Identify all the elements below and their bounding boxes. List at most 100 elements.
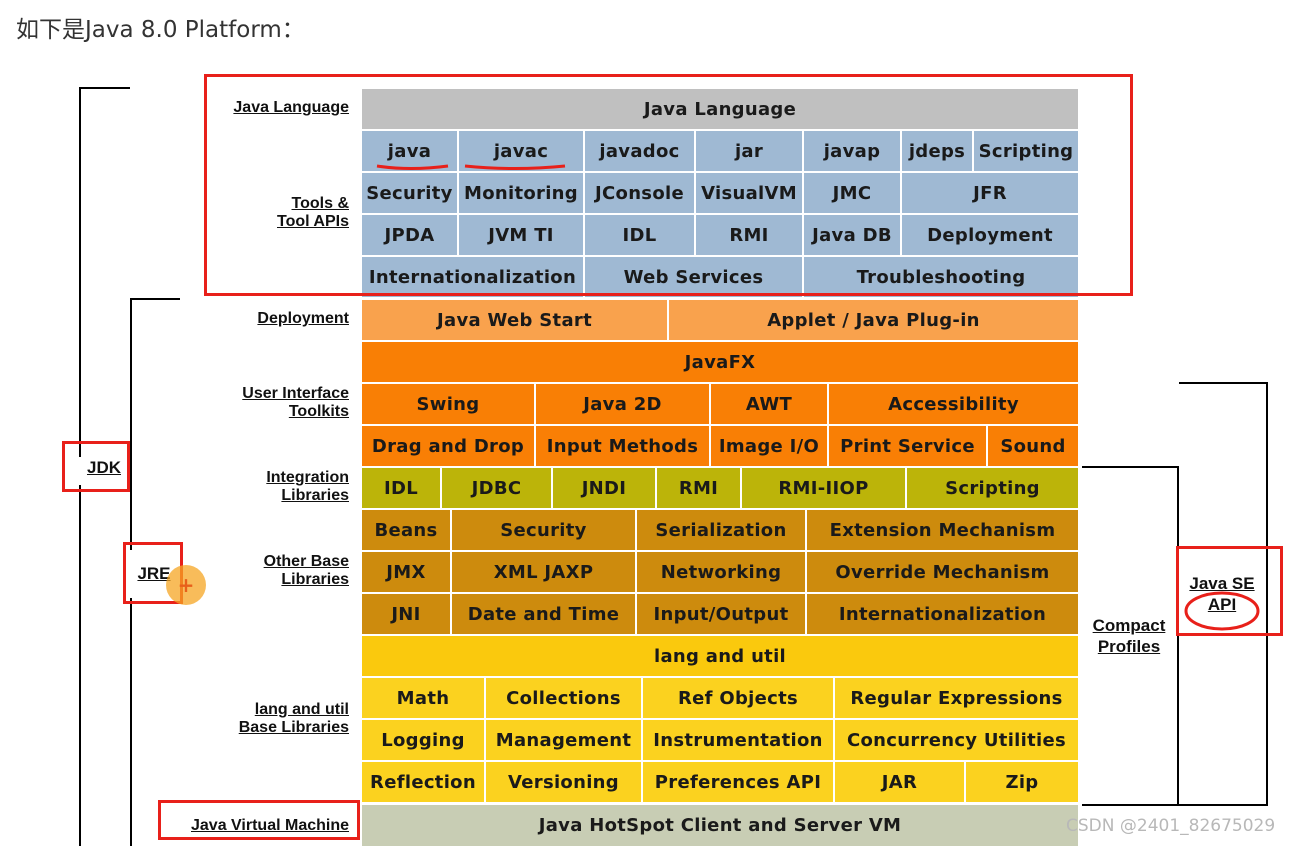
label-lang-util-base: lang and util Base Libraries (239, 701, 349, 737)
page-heading: 如下是Java 8.0 Platform： (16, 17, 305, 43)
cell-integ-scripting: Scripting (907, 468, 1078, 508)
circle-api-mark (1184, 591, 1260, 631)
api-bracket-bottom (1179, 804, 1268, 806)
label-integration-line2: Libraries (281, 487, 349, 504)
label-other-base-line1: Other Base (263, 553, 349, 570)
label-integration: Integration Libraries (266, 469, 349, 505)
java-se-api-line2: API (1207, 595, 1237, 614)
label-integration-line1: Integration (266, 469, 349, 486)
label-tools-line2: Tool APIs (277, 213, 349, 230)
cell-lu1-math: Math (362, 678, 484, 718)
label-other-base: Other Base Libraries (264, 553, 349, 589)
cell-tools2-security: Security (362, 173, 457, 213)
label-jvm: Java Virtual Machine (191, 817, 349, 834)
cell-tools2-jconsole: JConsole (585, 173, 694, 213)
cell-tools3-jpda: JPDA (362, 215, 457, 255)
cell-deploy-applet-java-plug-in: Applet / Java Plug-in (669, 300, 1078, 340)
cell-ui1-awt: AWT (711, 384, 827, 424)
cell-base3-jni: JNI (362, 594, 450, 634)
label-other-base-line2: Libraries (281, 571, 349, 588)
cell-tools3-java-db: Java DB (804, 215, 900, 255)
cell-tools3-jvm-ti: JVM TI (459, 215, 583, 255)
cell-base2-networking: Networking (637, 552, 805, 592)
cell-lu1-collections: Collections (486, 678, 641, 718)
cell-tools3-rmi: RMI (696, 215, 802, 255)
jre-label: JRE (137, 564, 171, 583)
cell-lu2-concurrency-utilities: Concurrency Utilities (835, 720, 1078, 760)
cell-base1-security: Security (452, 510, 635, 550)
cell-base2-xml-jaxp: XML JAXP (452, 552, 635, 592)
cell-lu3-preferences-api: Preferences API (643, 762, 833, 802)
label-lang-util-line1: lang and util (254, 701, 349, 718)
cell-lu2-logging: Logging (362, 720, 484, 760)
label-ui-line2: Toolkits (288, 403, 349, 420)
cell-integ-rmi-iiop: RMI-IIOP (742, 468, 905, 508)
cell-integ-rmi: RMI (657, 468, 740, 508)
cell-ui2-print-service: Print Service (829, 426, 986, 466)
cell-java_language-java-language: Java Language (362, 89, 1078, 129)
cell-javafx-javafx: JavaFX (362, 342, 1078, 382)
compact-line1: Compact (1092, 616, 1166, 635)
java-se-api-line1: Java SE (1189, 574, 1255, 593)
compact-bracket-top (1082, 466, 1179, 468)
jre-bracket-vertical (130, 298, 132, 550)
cell-tools1-javac: javac (459, 131, 583, 171)
cell-jvm-java-hotspot-client-and-server-vm: Java HotSpot Client and Server VM (362, 805, 1078, 846)
compact-bracket-vertical (1177, 466, 1179, 806)
cell-tools1-jar: jar (696, 131, 802, 171)
cell-tools2-jfr: JFR (902, 173, 1078, 213)
cell-integ-jndi: JNDI (553, 468, 655, 508)
jdk-bracket-vertical-lower (79, 485, 81, 846)
jdk-bracket-vertical (79, 87, 81, 457)
cell-ui2-sound: Sound (988, 426, 1078, 466)
cell-tools1-java: java (362, 131, 457, 171)
cell-tools2-jmc: JMC (804, 173, 900, 213)
cell-ui1-java-2d: Java 2D (536, 384, 709, 424)
cell-tools4-internationalization: Internationalization (362, 257, 583, 297)
cell-lu3-versioning: Versioning (486, 762, 641, 802)
cell-base3-date-and-time: Date and Time (452, 594, 635, 634)
cell-tools1-javap: javap (804, 131, 900, 171)
cell-ui2-image-i-o: Image I/O (711, 426, 827, 466)
cell-base3-input-output: Input/Output (637, 594, 805, 634)
cell-tools4-troubleshooting: Troubleshooting (804, 257, 1078, 297)
cell-integ-idl: IDL (362, 468, 440, 508)
jdk-label: JDK (86, 458, 121, 477)
label-tools: Tools & Tool APIs (277, 195, 349, 231)
compact-line2: Profiles (1097, 637, 1161, 656)
cell-tools1-scripting: Scripting (974, 131, 1078, 171)
label-java-language: Java Language (233, 99, 349, 116)
compact-bracket-bottom (1082, 804, 1179, 806)
cell-ui1-accessibility: Accessibility (829, 384, 1078, 424)
cell-base1-extension-mechanism: Extension Mechanism (807, 510, 1078, 550)
cell-tools4-web-services: Web Services (585, 257, 802, 297)
cell-base1-beans: Beans (362, 510, 450, 550)
java-se-api-label: Java SE API (1178, 573, 1266, 615)
label-ui-line1: User Interface (242, 385, 349, 402)
watermark: CSDN @2401_82675029 (1066, 816, 1276, 836)
cell-base2-jmx: JMX (362, 552, 450, 592)
label-ui-toolkits: User Interface Toolkits (242, 385, 349, 421)
cell-lu2-management: Management (486, 720, 641, 760)
cell-base2-override-mechanism: Override Mechanism (807, 552, 1078, 592)
cell-base3-internationalization: Internationalization (807, 594, 1078, 634)
cell-ui1-swing: Swing (362, 384, 534, 424)
cell-lu3-jar: JAR (835, 762, 964, 802)
jdk-bracket-top (79, 87, 130, 89)
plus-cursor-icon: + (166, 565, 206, 605)
cell-base1-serialization: Serialization (637, 510, 805, 550)
cell-tools1-jdeps: jdeps (902, 131, 972, 171)
jre-bracket-vertical-lower (130, 598, 132, 846)
cell-tools3-deployment: Deployment (902, 215, 1078, 255)
cell-integ-jdbc: JDBC (442, 468, 551, 508)
cell-tools2-monitoring: Monitoring (459, 173, 583, 213)
cell-tools1-javadoc: javadoc (585, 131, 694, 171)
annotation-box-tools (204, 74, 1133, 296)
annotation-box-jdk (62, 441, 130, 492)
cell-tools3-idl: IDL (585, 215, 694, 255)
api-bracket-top (1179, 382, 1268, 384)
cell-lu1-regular-expressions: Regular Expressions (835, 678, 1078, 718)
cell-lu2-instrumentation: Instrumentation (643, 720, 833, 760)
cell-tools2-visualvm: VisualVM (696, 173, 802, 213)
